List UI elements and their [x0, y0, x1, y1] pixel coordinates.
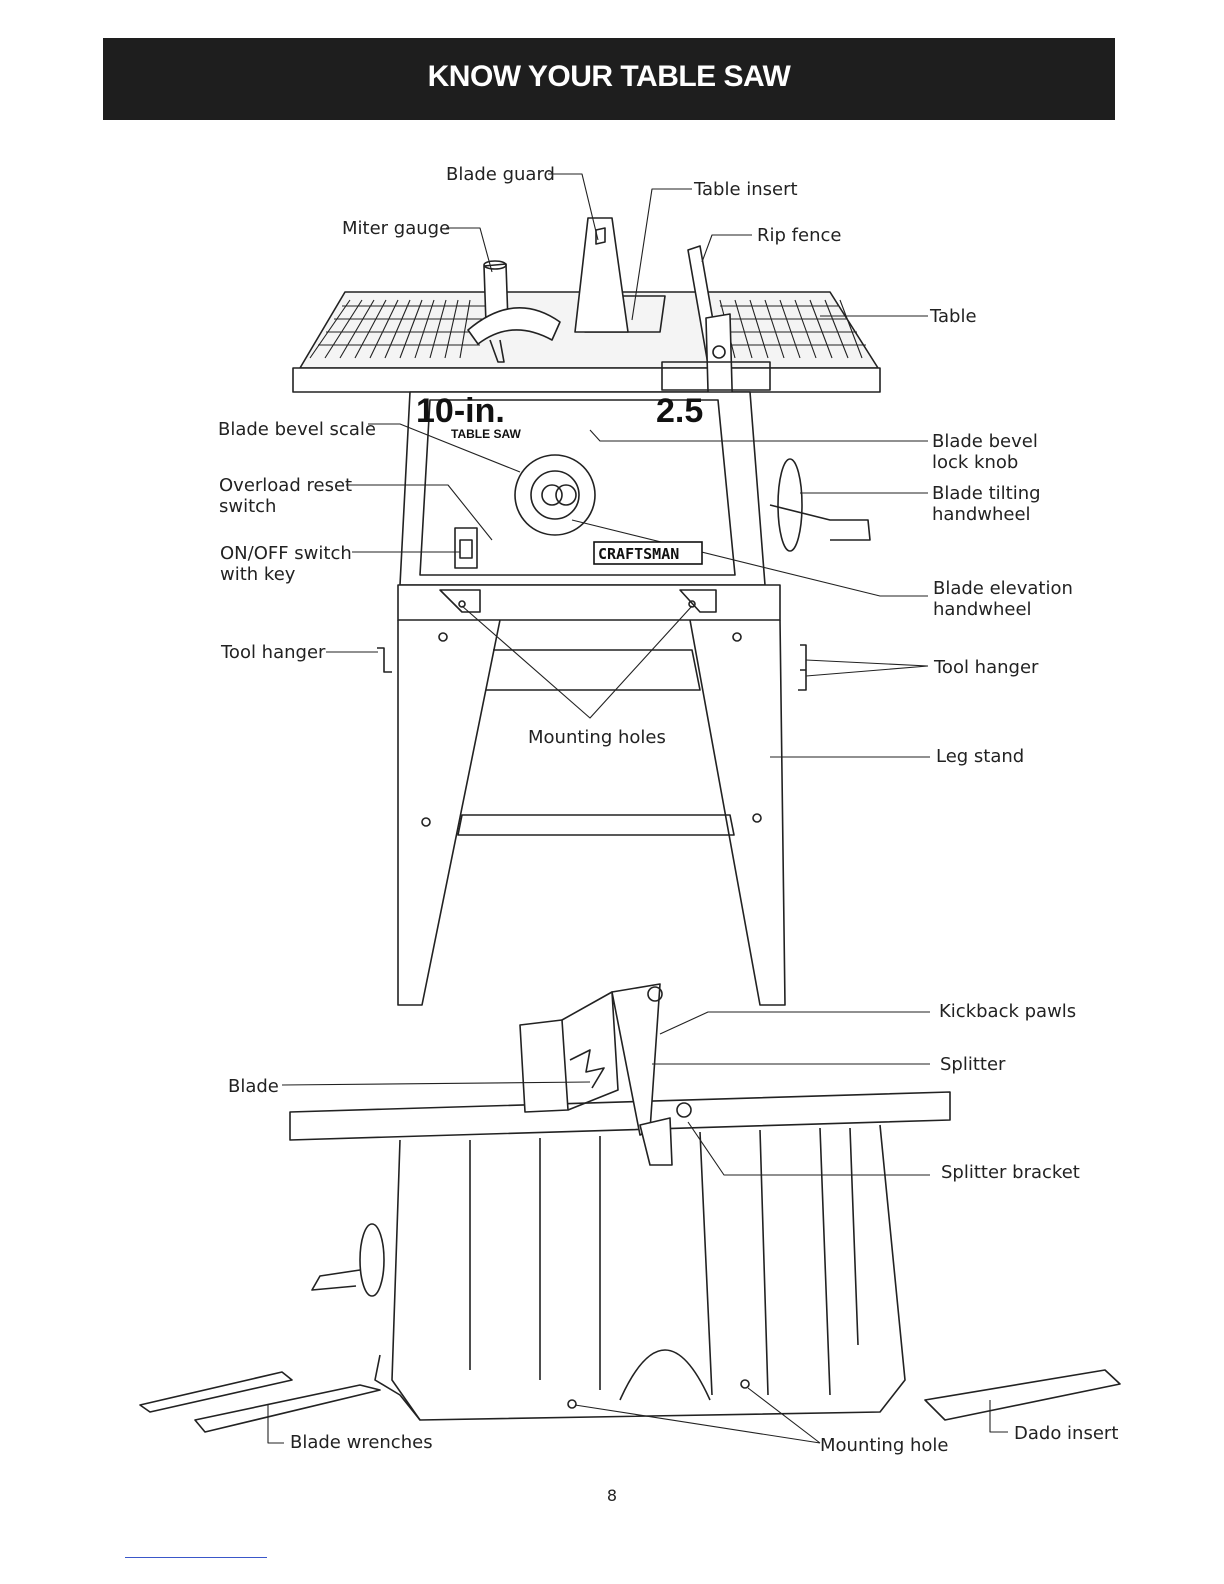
blade-guard [574, 217, 629, 333]
blade-tilting-handwheel [777, 458, 803, 552]
tool-hanger-left [377, 647, 392, 673]
label-mounting-hole: Mounting hole [820, 1435, 949, 1456]
rear-blade-guard [519, 1019, 569, 1113]
table-extension-left [309, 299, 486, 359]
label-rip-fence: Rip fence [757, 225, 842, 246]
label-blade: Blade [228, 1076, 279, 1097]
dado-insert [924, 1369, 1121, 1421]
saw-hp-marking: 2.5 [656, 392, 703, 430]
splitter-bracket [676, 1102, 692, 1118]
saw-type-marking: TABLE SAW [451, 427, 521, 441]
tool-hanger-right [798, 644, 807, 691]
label-miter-gauge: Miter gauge [342, 218, 451, 239]
rear-table [289, 1091, 951, 1141]
label-table: Table [930, 306, 977, 327]
label-mounting-holes: Mounting holes [528, 727, 666, 748]
label-blade-wrenches: Blade wrenches [290, 1432, 433, 1453]
label-tool-hanger-left: Tool hanger [221, 642, 326, 663]
label-leg-stand: Leg stand [936, 746, 1025, 767]
page-title: KNOW YOUR TABLE SAW [427, 60, 791, 93]
label-blade-guard: Blade guard [446, 164, 555, 185]
label-splitter-bracket: Splitter bracket [941, 1162, 1080, 1183]
saw-size-marking: 10-in. [416, 392, 505, 430]
header-banner: KNOW YOUR TABLE SAW [103, 38, 1115, 120]
label-tool-hanger-right: Tool hanger [934, 657, 1039, 678]
saw-brand-marking: CRAFTSMAN [598, 545, 679, 563]
leg-stand [397, 619, 501, 1006]
label-kickback-pawls: Kickback pawls [939, 1001, 1077, 1022]
label-splitter: Splitter [940, 1054, 1006, 1075]
footer-rule [125, 1557, 267, 1558]
page-number: 8 [606, 1486, 618, 1505]
blade-wrench-1 [139, 1371, 293, 1413]
rear-cabinet [391, 1124, 906, 1421]
label-table-insert: Table insert [694, 179, 798, 200]
label-dado-insert: Dado insert [1014, 1423, 1119, 1444]
blade-wrench-2 [194, 1384, 381, 1433]
blade-elevation-handwheel [514, 454, 596, 536]
label-blade-bevel-scale: Blade bevel scale [218, 419, 376, 440]
on-off-switch [454, 527, 478, 569]
